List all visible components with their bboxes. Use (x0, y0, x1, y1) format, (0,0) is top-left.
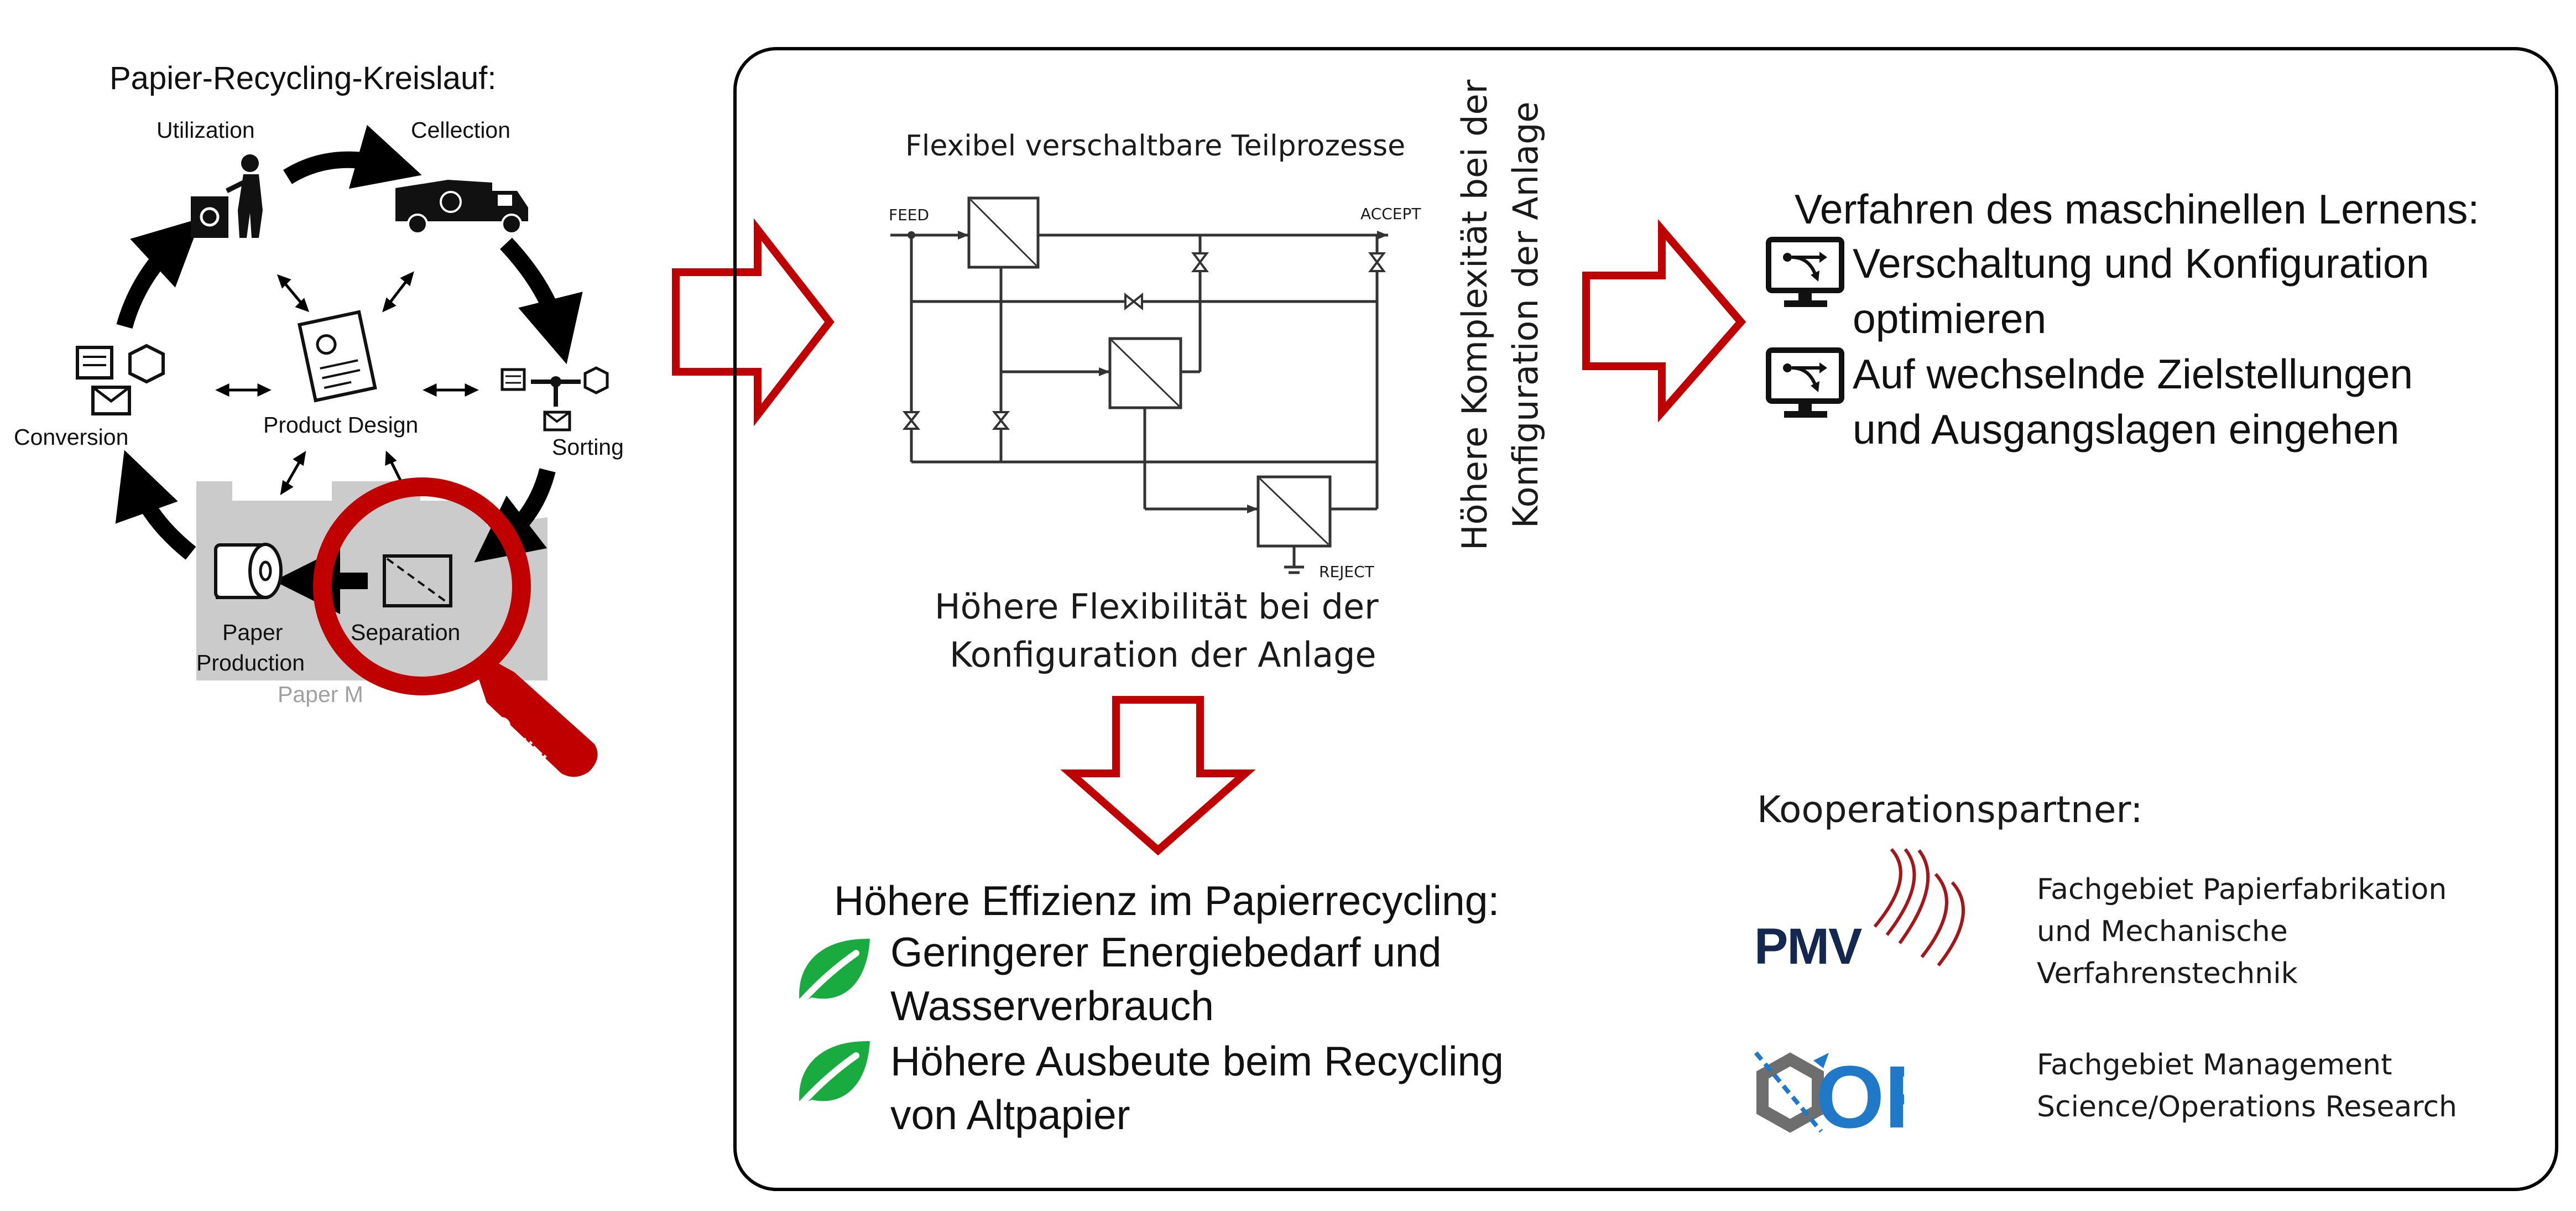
cycle-title: Papier-Recycling-Kreislauf: (109, 60, 497, 96)
accept-label: ACCEPT (1360, 205, 1421, 223)
partners-heading: Kooperationspartner: (1757, 788, 2143, 831)
or-logo: OR (1816, 1053, 1904, 1141)
ml-item1-line1: Verschaltung und Konfiguration (1853, 240, 2429, 287)
ml-item2-line1: Auf wechselnde Zielstellungen (1853, 351, 2413, 397)
pmv-logo-waves (1873, 848, 1965, 966)
conversion-items-icon (76, 344, 165, 415)
efficiency-item1-line1: Geringerer Energiebedarf und (890, 929, 1442, 975)
efficiency-heading: Höhere Effizienz im Papierrecycling: (834, 877, 1500, 924)
utilization-label: Utilization (157, 117, 255, 143)
garbage-truck-icon (395, 180, 528, 235)
reject-label: REJECT (1319, 563, 1374, 581)
ml-item2-line2: und Ausgangslagen eingehen (1853, 406, 2400, 453)
pmv-line-3: Verfahrenstechnik (2037, 957, 2298, 990)
cycle-arrow-utilization-collection (283, 124, 422, 189)
cycle-arrow-collection-sorting (500, 237, 583, 365)
paper-production-label-2: Production (196, 650, 305, 675)
leaf-icon-1 (792, 938, 870, 1012)
valve-1 (902, 411, 921, 430)
separation-box-icon (383, 554, 452, 607)
pmv-line-1: Fachgebiet Papierfabrikation (2037, 873, 2447, 906)
pmv-logo: PMV (1754, 918, 1862, 975)
document-design-icon (297, 310, 377, 403)
paper-roll-icon (214, 543, 283, 599)
or-logo-hexagon (1754, 1051, 1829, 1133)
valve-4 (1368, 252, 1386, 272)
leaf-icon-2 (792, 1041, 870, 1114)
paper-production-label-1: Paper (222, 620, 283, 645)
valve-2 (992, 411, 1010, 430)
process-title: Flexibel verschaltbare Teilprozesse (905, 129, 1406, 163)
paper-mill-label: Paper M (278, 682, 363, 707)
feed-label: FEED (889, 206, 930, 224)
efficiency-item1-line2: Wasserverbrauch (890, 983, 1214, 1029)
monitor-flow-icon-1 (1766, 237, 1844, 307)
sorting-items-icon (500, 366, 609, 432)
valve-5 (1124, 292, 1143, 311)
cycle-arrow-production-conversion (115, 450, 196, 560)
separation-label: Separation (351, 620, 461, 645)
efficiency-item2-line1: Höhere Ausbeute beim Recycling (890, 1038, 1504, 1084)
monitor-flow-icon-2 (1766, 347, 1844, 418)
cycle-arrow-conversion-utilization (116, 218, 201, 329)
ml-item1-line2: optimieren (1853, 295, 2047, 342)
collection-label: Cellection (411, 117, 511, 143)
conversion-label: Conversion (14, 424, 129, 450)
or-line-1: Fachgebiet Management (2037, 1048, 2392, 1082)
flexibility-line-1: Höhere Flexibilität bei der (935, 586, 1379, 627)
valve-3 (1191, 252, 1209, 272)
product-design-label: Product Design (263, 412, 419, 438)
main-container (733, 47, 2558, 1191)
sorting-label: Sorting (552, 434, 624, 460)
ml-heading: Verfahren des maschinellen Lernens: (1795, 186, 2480, 232)
trash-person-icon (191, 154, 263, 238)
efficiency-item2-line2: von Altpapier (890, 1092, 1130, 1138)
or-line-2: Science/Operations Research (2037, 1090, 2458, 1124)
flexibility-line-2: Konfiguration der Anlage (950, 635, 1376, 675)
pmv-line-2: und Mechanische (2037, 915, 2288, 948)
